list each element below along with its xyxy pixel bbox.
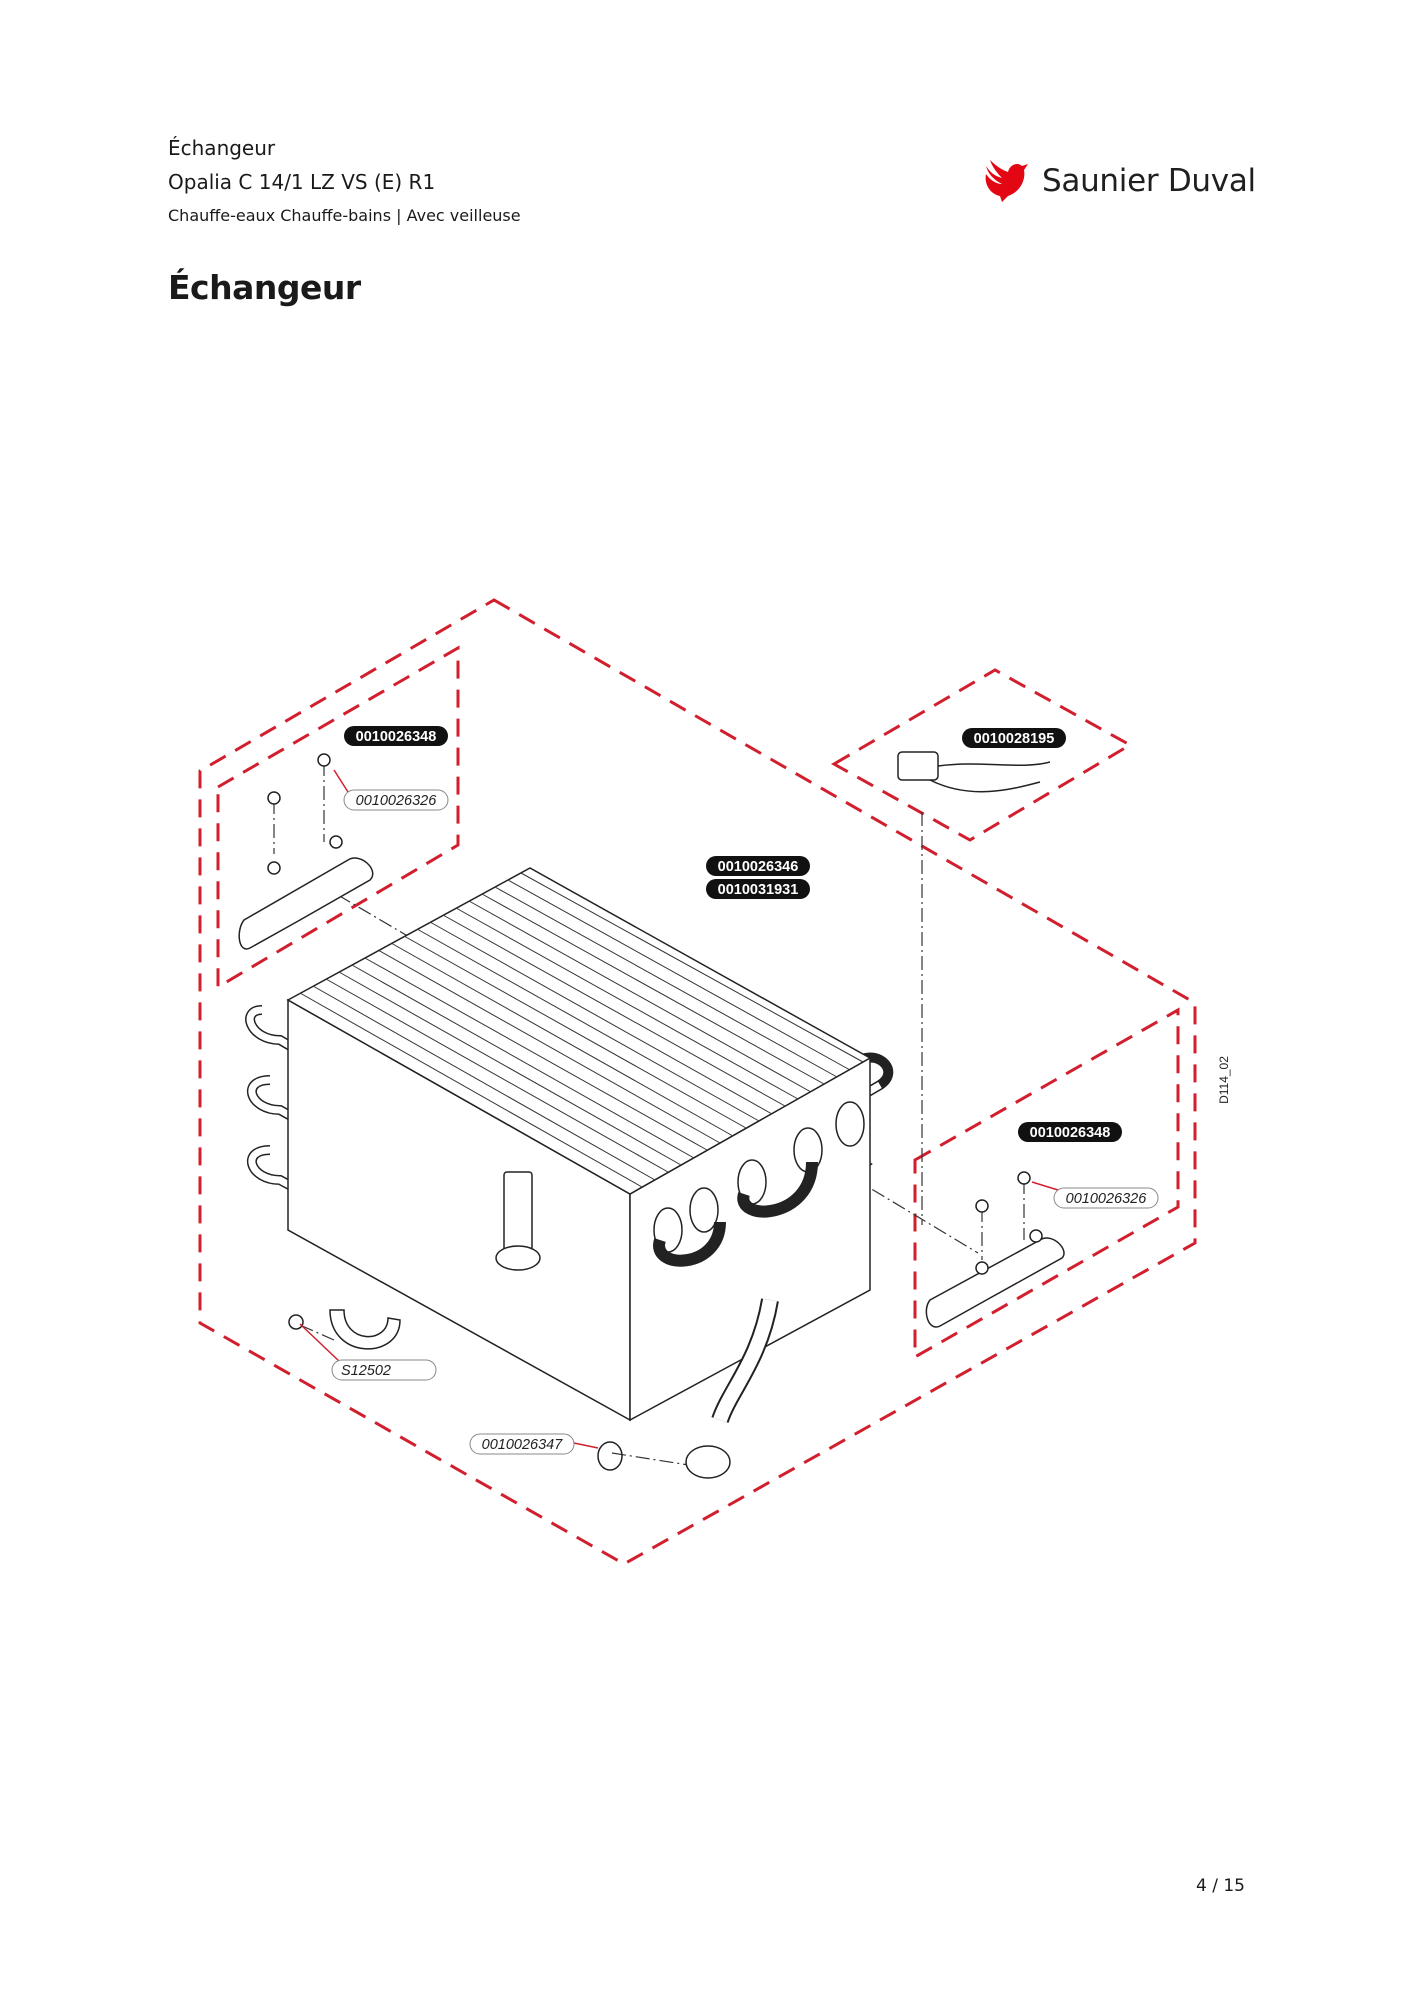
part-label-sensor: 0010028195 <box>962 728 1066 748</box>
drawing-id: D114_02 <box>1217 1056 1231 1104</box>
part-label-screw-right: 0010026326 <box>1031 1181 1159 1209</box>
page-number: 4 / 15 <box>1196 1876 1245 1896</box>
header-model: Opalia C 14/1 LZ VS (E) R1 <box>168 170 436 194</box>
svg-text:S12502: S12502 <box>341 1363 391 1379</box>
part-label-clamp: S12502 <box>299 1323 437 1381</box>
brand-name: Saunier Duval <box>1042 163 1256 199</box>
part-label-seal: 0010026347 <box>469 1433 599 1455</box>
svg-text:0010031931: 0010031931 <box>718 882 799 898</box>
part-label-exchanger-2: 0010031931 <box>706 879 810 899</box>
header-title: Échangeur <box>168 136 276 160</box>
part-labels: 0010026348 0010026326 0010026346 0010031… <box>299 726 1159 1455</box>
part-label-exchanger-1: 0010026346 <box>706 856 810 876</box>
part-label-bracket-left: 0010026348 <box>344 726 448 746</box>
svg-text:0010028195: 0010028195 <box>974 731 1055 747</box>
svg-text:0010026326: 0010026326 <box>1066 1191 1148 1207</box>
exchanger-illustration <box>245 867 894 1479</box>
exchanger-fins <box>299 872 864 1188</box>
svg-text:0010026348: 0010026348 <box>1030 1125 1111 1141</box>
assembly-boundary <box>198 598 1197 1566</box>
page-heading: Échangeur <box>168 268 361 307</box>
bracket-right-illustration <box>925 1171 1065 1328</box>
bird-logo-icon <box>985 160 1028 202</box>
brand-logo: Saunier Duval <box>980 158 1256 204</box>
svg-text:0010026347: 0010026347 <box>482 1437 564 1453</box>
part-label-bracket-right: 0010026348 <box>1018 1122 1122 1142</box>
svg-text:0010026348: 0010026348 <box>356 729 437 745</box>
header-category: Chauffe-eaux Chauffe-bains | Avec veille… <box>168 206 521 225</box>
svg-text:0010026326: 0010026326 <box>356 793 438 809</box>
bracket-left-illustration <box>238 753 374 950</box>
svg-text:0010026346: 0010026346 <box>718 859 799 875</box>
sensor-illustration <box>897 751 1051 793</box>
clamp-illustration <box>288 1309 623 1471</box>
part-label-screw-left: 0010026326 <box>333 769 449 811</box>
